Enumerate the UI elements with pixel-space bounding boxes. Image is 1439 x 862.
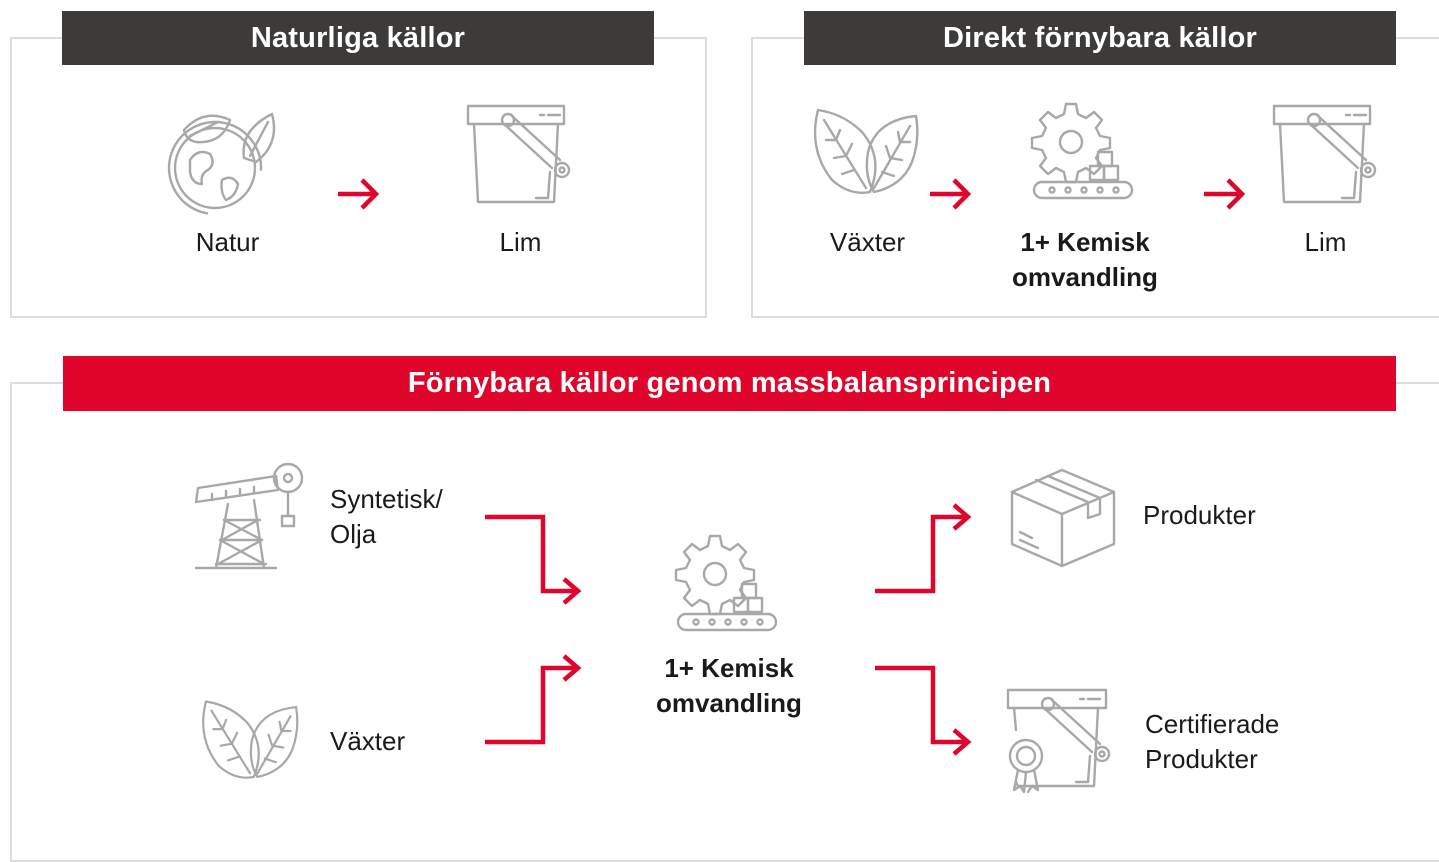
- process-kemisk-label: 1+ Kemisk omvandling: [656, 653, 802, 718]
- arrow-head: [952, 728, 972, 756]
- flow-connectors: [485, 503, 972, 756]
- globe-leaf-icon: [167, 112, 276, 216]
- connector-process-to-products: [875, 514, 966, 594]
- output-produkter-label: Produkter: [1143, 500, 1256, 530]
- step-lim-label: Lim: [1304, 227, 1347, 257]
- panel-natural-title: Naturliga källor: [62, 11, 654, 65]
- box-icon: [1010, 468, 1116, 568]
- leaves-icon: [202, 700, 299, 779]
- step-vaxter-label: Växter: [829, 227, 906, 257]
- output-certified-label: Certifierade Produkter: [1145, 709, 1280, 774]
- arrow-head: [562, 577, 582, 605]
- step-natur-label: Natur: [195, 227, 260, 257]
- input-vaxter-label: Växter: [330, 726, 406, 756]
- gear-conveyor-icon: [674, 534, 778, 632]
- connector-plants-to-process: [485, 665, 576, 745]
- connector-process-to-certified: [875, 665, 966, 745]
- step-kemisk-label: 1+ Kemisk omvandling: [1012, 227, 1158, 292]
- input-synthetic-oil-label: Syntetisk/ Olja: [330, 484, 443, 549]
- certified-bucket-icon: [1006, 688, 1111, 794]
- glue-bucket-icon: [466, 104, 571, 204]
- arrow-head: [952, 503, 972, 531]
- arrow-right-icon: [930, 178, 972, 210]
- arrow-right-icon: [1204, 178, 1246, 210]
- panel-massbalance-title: Förnybara källor genom massbalansprincip…: [63, 356, 1396, 411]
- leaves-icon: [813, 108, 919, 194]
- gear-conveyor-icon: [1030, 102, 1134, 200]
- arrow-right-icon: [338, 178, 380, 210]
- arrow-head: [562, 654, 582, 682]
- oil-pump-icon: [194, 462, 304, 570]
- connector-oil-to-process: [485, 514, 576, 594]
- panel-direct-title: Direkt förnybara källor: [804, 11, 1396, 65]
- glue-bucket-icon: [1272, 104, 1377, 204]
- step-lim-label: Lim: [499, 227, 542, 257]
